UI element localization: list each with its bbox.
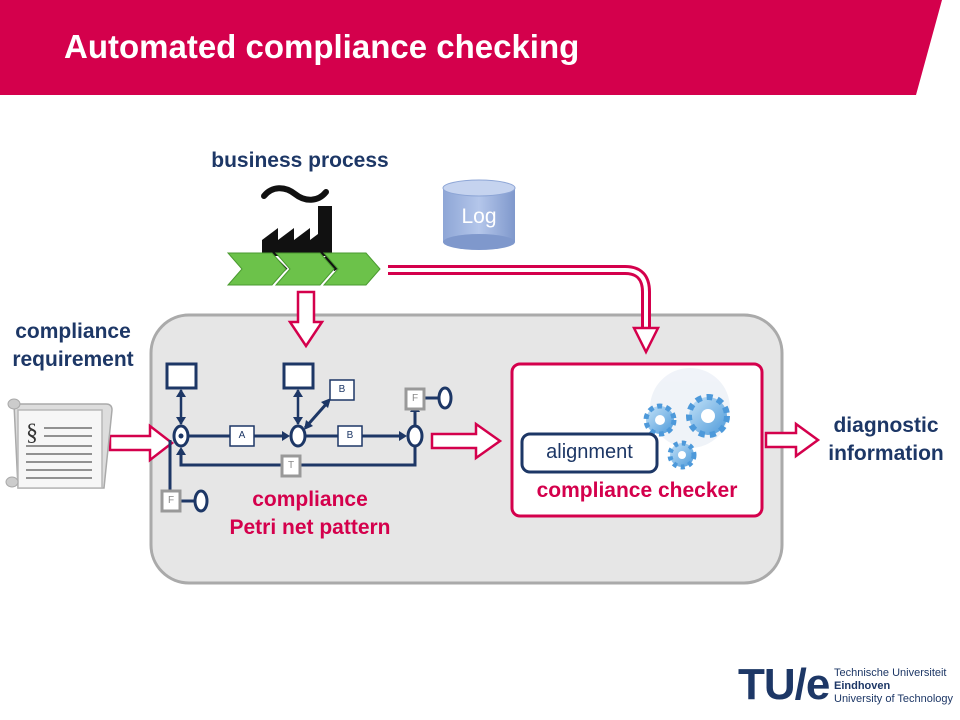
diagnostic-label-line2: information: [828, 442, 944, 465]
requirement-label-line2: requirement: [12, 348, 134, 371]
petri-place-3: [406, 424, 424, 448]
label-t: T: [287, 460, 295, 471]
label-b-top: B: [338, 384, 346, 395]
log-label: Log: [461, 205, 497, 228]
process-chevrons-icon: [226, 252, 381, 286]
label-f-left: F: [167, 495, 175, 506]
arrow-requirement-to-panel-icon: [108, 423, 175, 463]
arrow-checker-to-diagnostic-icon: [764, 421, 821, 459]
diagnostic-label-line1: diagnostic: [833, 414, 939, 437]
petri-transition-b-top: [329, 379, 355, 401]
label-f-right: F: [411, 393, 419, 404]
requirement-label-line1: compliance: [15, 320, 131, 343]
flow-arrow-process-to-checker: [388, 265, 661, 355]
scroll-document-icon: §: [5, 398, 113, 489]
petri-place-box-mid: [282, 362, 315, 390]
label-a: A: [238, 430, 246, 441]
page-title: Automated compliance checking: [64, 28, 580, 65]
logo-line2: Eindhoven: [834, 680, 891, 692]
pattern-label-line2: Petri net pattern: [229, 516, 391, 539]
down-arrow-icon: [287, 290, 325, 349]
alignment-box: [520, 432, 659, 474]
gears-icon: [643, 368, 730, 470]
pattern-label-line1: compliance: [252, 488, 368, 511]
log-database-icon: [442, 179, 516, 250]
petri-place-2: [289, 424, 307, 448]
svg-text:§: §: [26, 420, 38, 446]
business-process-label: business process: [211, 149, 389, 172]
logo-line3: University of Technology: [834, 693, 954, 705]
petri-transition-f-left: [160, 489, 182, 513]
tue-logo: TU/e: [738, 660, 830, 709]
header-banner: [0, 0, 942, 95]
tue-logo-text: Technische Universiteit Eindhoven Univer…: [834, 667, 953, 706]
petri-place-box-left: [165, 362, 198, 390]
label-b: B: [346, 430, 354, 441]
alignment-label: alignment: [546, 441, 633, 463]
checker-label: compliance checker: [536, 479, 738, 502]
arrow-pattern-to-checker-icon: [430, 421, 503, 461]
petri-transition-t: [280, 454, 302, 478]
logo-line1: Technische Universiteit: [834, 667, 947, 679]
petri-transition-f-right: [404, 387, 426, 411]
petri-transition-b: [337, 425, 363, 447]
petri-transition-a: [229, 425, 255, 447]
